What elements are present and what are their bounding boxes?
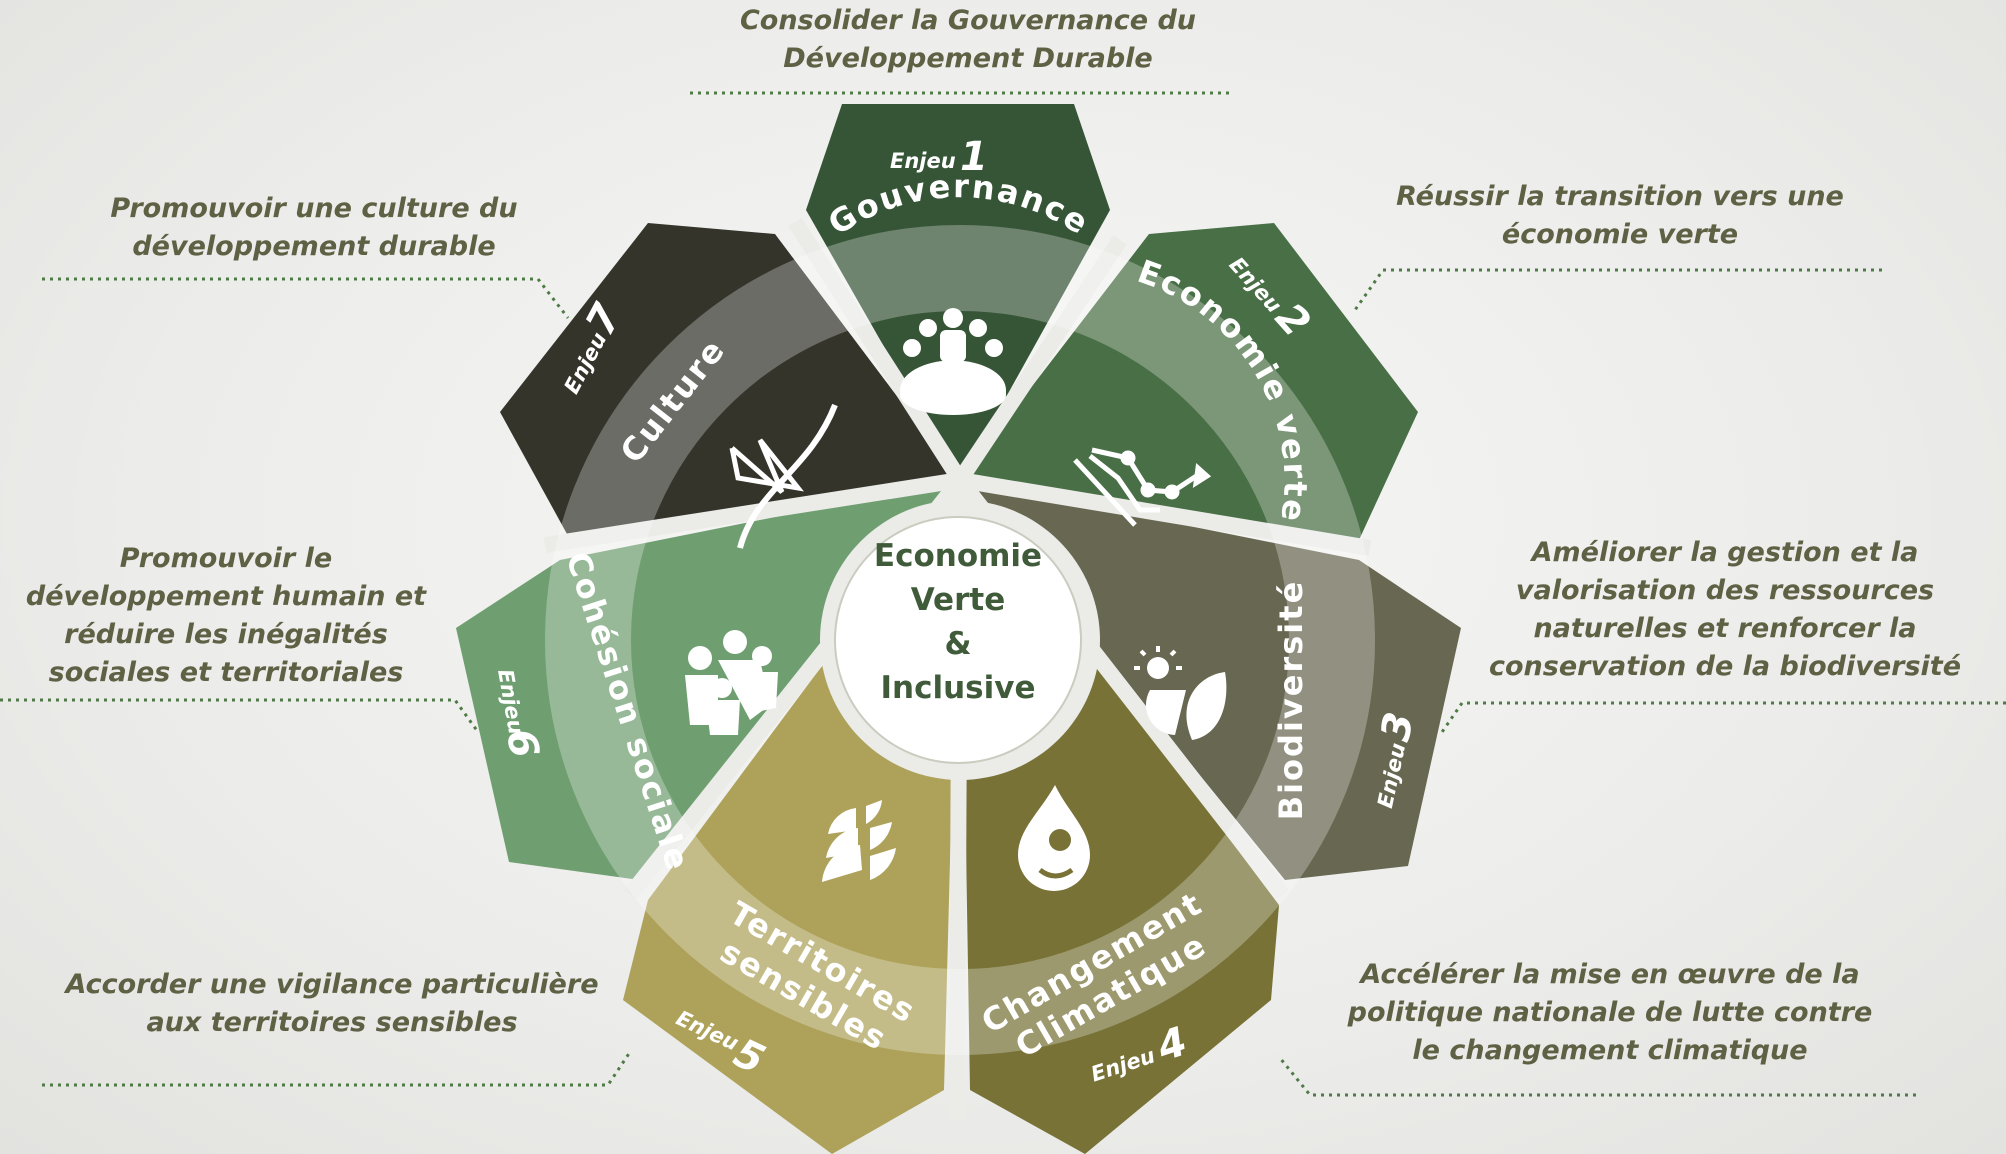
center-title-line-1: Economie [873,538,1043,574]
petal-gouvernance [806,104,1110,480]
family-icon [685,630,778,735]
center-title-line-2: Verte [910,582,1006,618]
meeting-group-icon [900,308,1006,415]
center-disc [834,516,1082,764]
center-title: Economie Verte & Inclusive [858,534,1058,710]
goal-caption-2: Réussir la transition vers une économie … [1396,181,1844,250]
leader-line-4 [1278,1057,1916,1097]
goal-caption-7: Promouvoir une culture du développement … [110,193,518,262]
petal-culture [500,223,960,534]
goal-caption-1: Consolider la Gouvernance du Développeme… [739,5,1197,74]
leader-line-3 [1438,701,2006,736]
goal-caption-3: Améliorer la gestion et la valorisation … [1488,537,1962,682]
goal-caption-6: Promouvoir le développement humain et ré… [25,543,427,688]
leader-line-7 [42,277,570,319]
sun-leaf-icon [1134,646,1227,740]
leader-line-2 [1353,268,1882,311]
water-drop-icon [1018,785,1090,891]
label-ring [545,225,1375,1055]
star-path-icon [729,403,838,549]
trend-chart-icon [1073,447,1212,527]
issue-label-biodiversite: Biodiversité [1272,580,1310,821]
enjeu-label-1: Enjeu [890,149,956,173]
leader-line-5 [42,1051,632,1087]
wheat-icon [822,800,896,882]
goal-caption-5: Accorder une vigilance particulière aux … [65,969,599,1038]
leader-lines [0,91,2006,1097]
center-title-line-3: & [944,626,972,662]
goal-caption-4: Accélérer la mise en œuvre de la politiq… [1347,959,1873,1066]
enjeu-number-1: 1 [960,134,988,180]
leader-line-6 [0,698,480,733]
center-title-line-4: Inclusive [880,670,1036,706]
